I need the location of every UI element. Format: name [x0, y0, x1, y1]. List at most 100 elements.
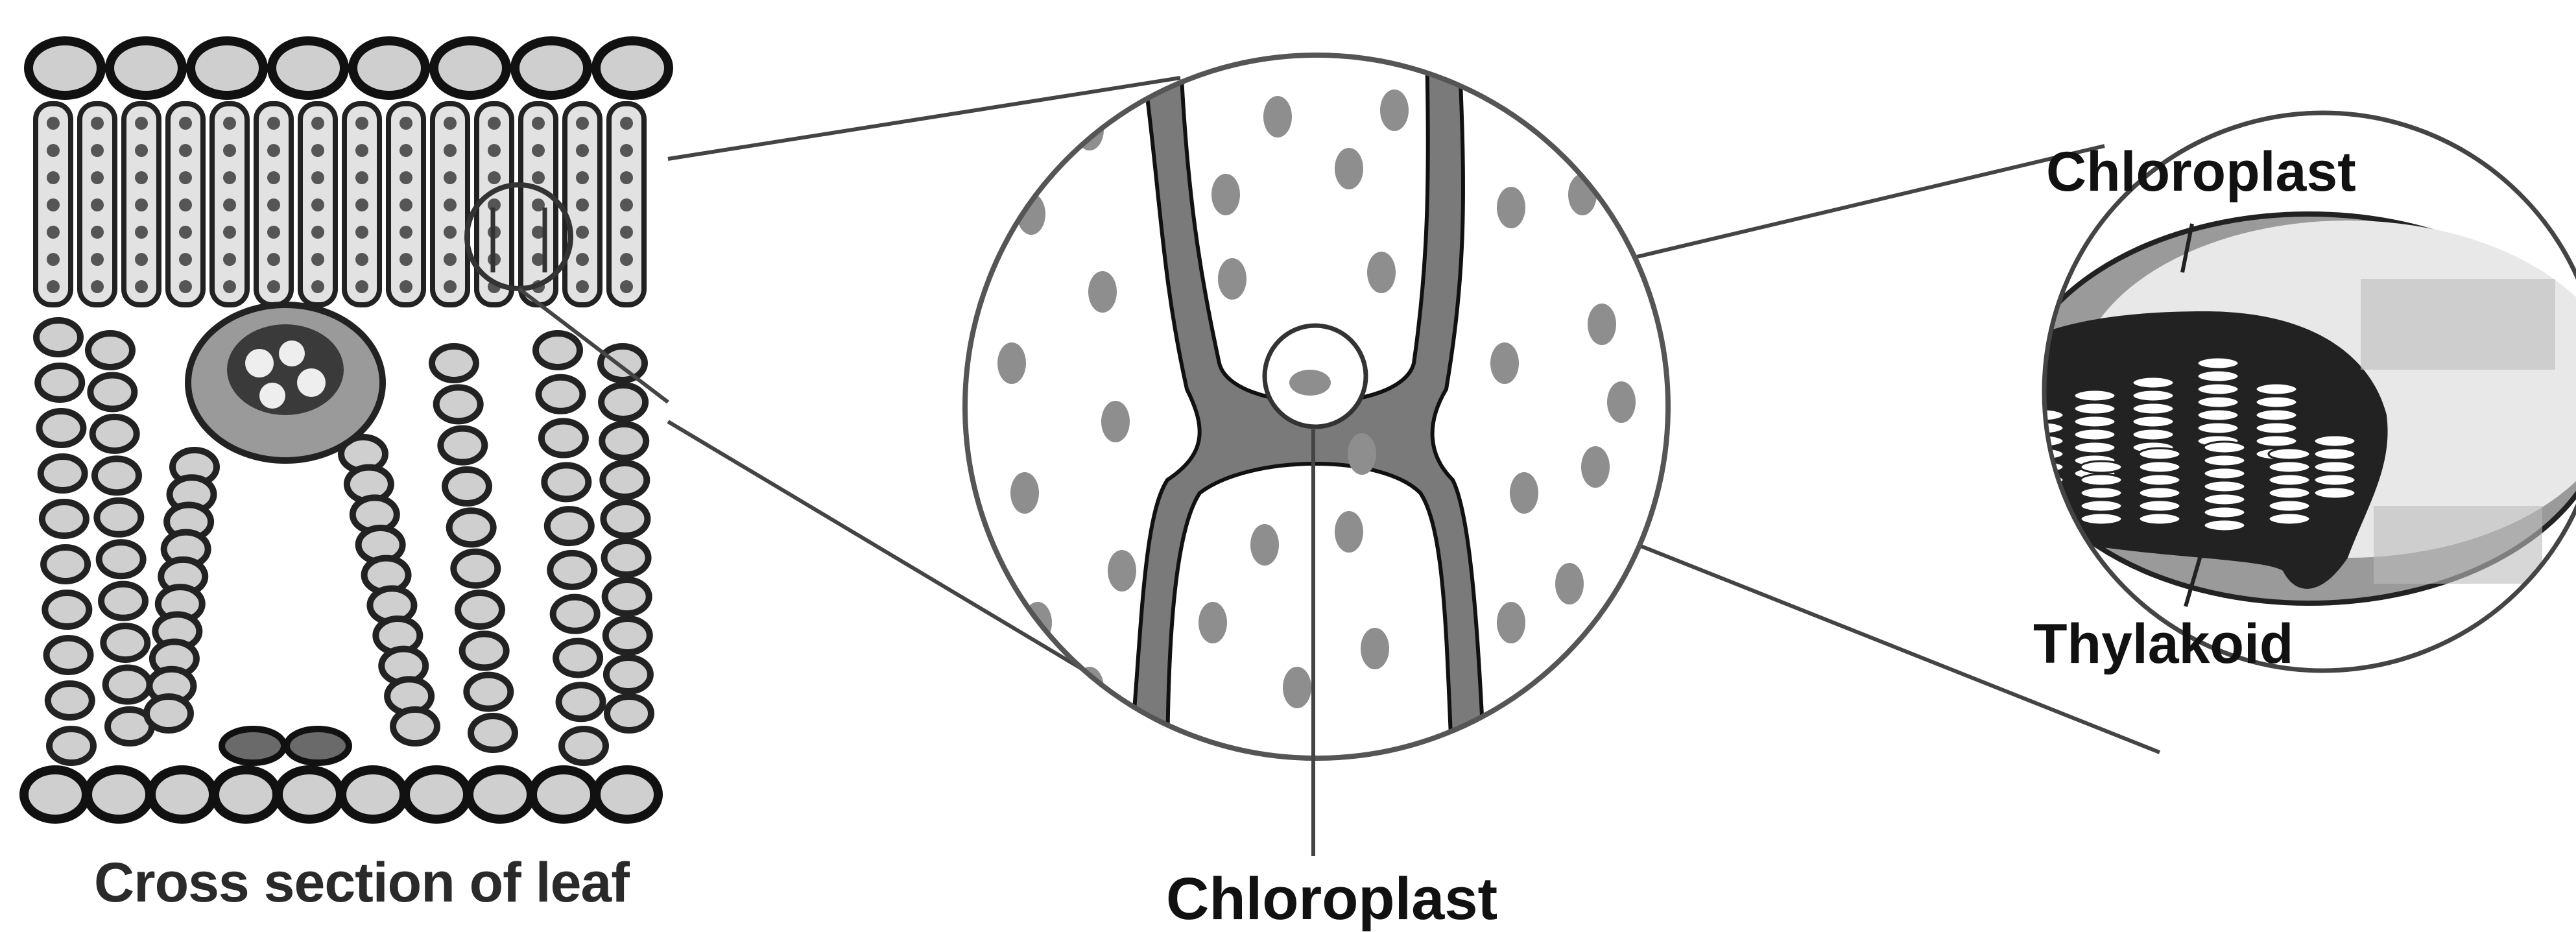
thylakoid-disc: [2269, 448, 2310, 460]
thylakoid-disc: [2081, 513, 2122, 525]
thylakoid-disc: [2132, 416, 2174, 427]
epidermis-cell: [515, 41, 588, 95]
palisade-chloroplast: [47, 280, 60, 293]
chloroplast-dot: [1361, 628, 1389, 669]
thylakoid-disc: [2204, 442, 2245, 453]
palisade-chloroplast: [400, 144, 412, 157]
thylakoid-disc: [2081, 474, 2122, 486]
chloroplast-dot: [1250, 524, 1279, 566]
chloroplast-dot: [1088, 271, 1117, 313]
palisade-chloroplast: [400, 117, 412, 130]
spongy-cell: [466, 675, 510, 709]
thylakoid-disc: [2022, 435, 2064, 447]
vascular-bundle: [188, 305, 383, 460]
chloroplast-dot: [1263, 96, 1292, 137]
palisade-chloroplast: [488, 171, 501, 184]
chloroplast-dot: [1108, 550, 1136, 591]
spongy-cell: [562, 729, 606, 763]
thylakoid-disc: [2139, 461, 2180, 473]
palisade-chloroplast: [355, 253, 368, 266]
palisade-chloroplast: [47, 144, 60, 157]
palisade-chloroplast: [135, 117, 148, 130]
palisade-chloroplast: [400, 280, 412, 293]
chloroplast-label-detail: Chloroplast: [2046, 144, 2356, 200]
palisade-chloroplast: [400, 226, 412, 239]
palisade-chloroplast: [267, 171, 280, 184]
spongy-cell: [449, 510, 494, 544]
palisade-chloroplast: [444, 280, 457, 293]
epidermis-cell: [353, 41, 425, 95]
palisade-chloroplast: [91, 144, 104, 157]
spongy-cell: [471, 716, 515, 750]
palisade-chloroplast: [179, 144, 192, 157]
spongy-cell: [147, 697, 191, 730]
chloroplast-dot: [1497, 602, 1525, 643]
epidermis-cell: [342, 770, 404, 819]
palisade-chloroplast: [223, 171, 236, 184]
palisade-chloroplast: [223, 280, 236, 293]
palisade-chloroplast: [179, 171, 192, 184]
thylakoid-disc: [2022, 448, 2064, 460]
spongy-cell: [393, 710, 437, 743]
epidermis-cell: [110, 41, 182, 95]
epidermis-cell: [29, 41, 101, 95]
spongy-cell: [103, 626, 147, 660]
spongy-cell: [39, 411, 83, 445]
palisade-chloroplast: [620, 253, 633, 266]
thylakoid-disc: [2022, 422, 2064, 434]
palisade-chloroplast: [47, 171, 60, 184]
thylakoid-disc: [2204, 481, 2245, 492]
spongy-cell: [547, 509, 591, 543]
spongy-cell: [603, 502, 647, 536]
chloroplast-dot: [1335, 511, 1363, 553]
thylakoid-disc: [2269, 500, 2310, 512]
spongy-cell: [559, 685, 603, 719]
epidermis-cell: [215, 770, 277, 819]
thylakoid-disc: [2204, 507, 2245, 518]
leaf-cross-section: [24, 32, 669, 837]
spongy-cell: [536, 333, 580, 367]
palisade-chloroplast: [444, 117, 457, 130]
spongy-cell: [432, 346, 476, 380]
thylakoid-disc: [2074, 390, 2116, 401]
thylakoid-disc: [2081, 461, 2122, 473]
chloroplast-dot: [1607, 381, 1636, 423]
chloroplast-dot: [1211, 174, 1240, 215]
palisade-chloroplast: [355, 144, 368, 157]
spongy-cell: [553, 597, 597, 631]
thylakoid-disc: [2269, 461, 2310, 473]
palisade-chloroplast: [135, 144, 148, 157]
spongy-cell: [48, 684, 92, 717]
epidermis-cell: [272, 41, 344, 95]
thylakoid-disc: [2074, 403, 2116, 414]
thylakoid-disc: [2314, 487, 2355, 499]
spongy-cell: [556, 641, 600, 675]
palisade-chloroplast: [355, 198, 368, 211]
palisade-chloroplast: [223, 198, 236, 211]
palisade-chloroplast: [135, 253, 148, 266]
epidermis-cell: [596, 770, 658, 819]
thylakoid-disc: [2197, 357, 2239, 369]
chloroplast-dot: [1588, 304, 1616, 345]
palisade-chloroplast: [576, 171, 589, 184]
spongy-cell: [445, 470, 489, 503]
thylakoid-disc: [2132, 429, 2174, 440]
thylakoid-disc: [2314, 474, 2355, 486]
palisade-chloroplast: [267, 117, 280, 130]
palisade-chloroplast: [355, 226, 368, 239]
thylakoid-disc: [2081, 487, 2122, 499]
spongy-cell: [95, 459, 139, 492]
thylakoid-disc: [2197, 409, 2239, 421]
epidermis-cell: [191, 41, 263, 95]
palisade-chloroplast: [620, 171, 633, 184]
thylakoid-disc: [2256, 383, 2297, 395]
thylakoid-disc: [2139, 474, 2180, 486]
chloroplast-dot: [1380, 90, 1409, 131]
thylakoid-disc: [2132, 403, 2174, 414]
thylakoid-disc: [2204, 455, 2245, 466]
chloroplast-dot: [1348, 433, 1376, 475]
thylakoid-disc: [2197, 396, 2239, 408]
palisade-chloroplast: [179, 226, 192, 239]
thylakoid-label: Thylakoid: [2033, 616, 2293, 672]
